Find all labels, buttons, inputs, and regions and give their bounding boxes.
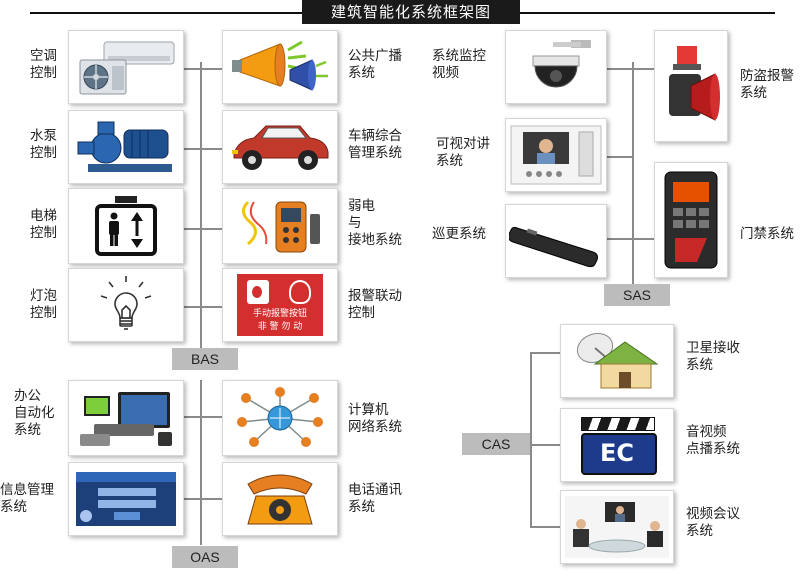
video-conference-card: [560, 490, 674, 564]
ec-media-card: EC: [560, 408, 674, 482]
ec-text: EC: [599, 439, 634, 467]
elevator-icon: [95, 196, 157, 256]
cas-branch: [530, 444, 560, 446]
office-computer-card: [68, 380, 184, 456]
oas-left-label: 信息管理系统: [0, 482, 54, 515]
info-management-card: [68, 462, 184, 536]
water-pump-icon: [77, 121, 172, 172]
video-conference-icon: [565, 496, 669, 558]
cas-label-item: 视频会议系统: [686, 506, 740, 539]
video-intercom-icon: [510, 125, 602, 185]
sas-branch: [606, 238, 654, 240]
elevator-card: [68, 188, 184, 264]
car-icon: [232, 125, 329, 170]
access-control-icon: [664, 171, 718, 269]
bas-branch: [184, 228, 222, 230]
fire-alarm-card: 手动报警按钮 非 警 勿 动: [222, 268, 338, 342]
sas-branch: [606, 68, 654, 70]
cas-branch: [530, 352, 560, 354]
bas-branch: [184, 306, 222, 308]
access-control-card: [654, 162, 728, 278]
office-computer-icon: [80, 392, 172, 446]
oas-branch: [184, 416, 222, 418]
telephone-card: [222, 462, 338, 536]
satellite-house-icon: [576, 332, 659, 389]
bas-left-label: 电梯控制: [30, 208, 57, 241]
sas-branch: [606, 156, 632, 158]
oas-label: OAS: [172, 546, 238, 568]
telephone-icon: [247, 474, 313, 525]
patrol-wand-icon: [509, 226, 598, 268]
bas-right-label: 弱电与接地系统: [348, 198, 402, 248]
fire-alarm-button-icon: 手动报警按钮 非 警 勿 动: [237, 274, 323, 336]
dome-camera-card: [505, 30, 607, 104]
oas-spine: [200, 380, 202, 545]
air-conditioner-card: [68, 30, 184, 104]
cas-label-item: 音视频点播系统: [686, 424, 740, 457]
tester-card: [222, 188, 338, 264]
air-conditioner-icon: [79, 41, 175, 95]
title-rule-left: [30, 12, 302, 14]
cas-spine: [530, 352, 532, 528]
water-pump-card: [68, 110, 184, 184]
computer-network-card: [222, 380, 338, 456]
bas-right-label: 公共广播系统: [348, 48, 402, 81]
light-bulb-icon: [100, 276, 152, 330]
sas-label: SAS: [604, 284, 670, 306]
siren-card: [654, 30, 728, 142]
sas-right-label: 门禁系统: [740, 226, 794, 242]
sas-left-label: 巡更系统: [432, 226, 486, 242]
tester-icon: [242, 200, 320, 253]
title-rule-right: [520, 12, 775, 14]
bas-spine: [200, 62, 202, 350]
bas-left-label: 灯泡控制: [30, 288, 57, 321]
megaphone-card: [222, 30, 338, 104]
bas-right-label: 车辆综合管理系统: [348, 128, 402, 161]
bas-right-label: 报警联动控制: [348, 288, 402, 321]
oas-right-label: 计算机网络系统: [348, 402, 402, 435]
info-management-icon: [76, 472, 176, 526]
sas-right-label: 防盗报警系统: [740, 68, 794, 101]
satellite-house-card: [560, 324, 674, 398]
cas-label: CAS: [462, 433, 530, 455]
bas-branch: [184, 148, 222, 150]
bas-branch: [184, 68, 222, 70]
bas-left-label: 空调控制: [30, 48, 57, 81]
oas-right-label: 电话通讯系统: [348, 482, 402, 515]
cas-branch: [530, 526, 560, 528]
car-card: [222, 110, 338, 184]
video-intercom-card: [505, 118, 607, 192]
computer-network-icon: [237, 387, 323, 447]
bas-label: BAS: [172, 348, 238, 370]
alarm-sign-line2: 非 警 勿 动: [257, 322, 303, 332]
cas-label-item: 卫星接收系统: [686, 340, 740, 373]
bas-left-label: 水泵控制: [30, 128, 57, 161]
sas-left-label: 系统监控视频: [432, 48, 486, 81]
diagram-title: 建筑智能化系统框架图: [302, 0, 520, 24]
megaphone-icon: [232, 40, 328, 91]
patrol-wand-card: [505, 204, 607, 278]
ec-media-icon: EC: [577, 417, 657, 475]
sas-spine: [632, 62, 634, 284]
oas-branch: [184, 498, 222, 500]
light-bulb-card: [68, 268, 184, 342]
oas-left-label: 办公自动化系统: [14, 388, 55, 438]
dome-camera-icon: [532, 40, 591, 88]
sas-left-label: 可视对讲系统: [436, 136, 490, 169]
alarm-sign-line1: 手动报警按钮: [252, 309, 307, 319]
siren-icon: [669, 46, 720, 121]
